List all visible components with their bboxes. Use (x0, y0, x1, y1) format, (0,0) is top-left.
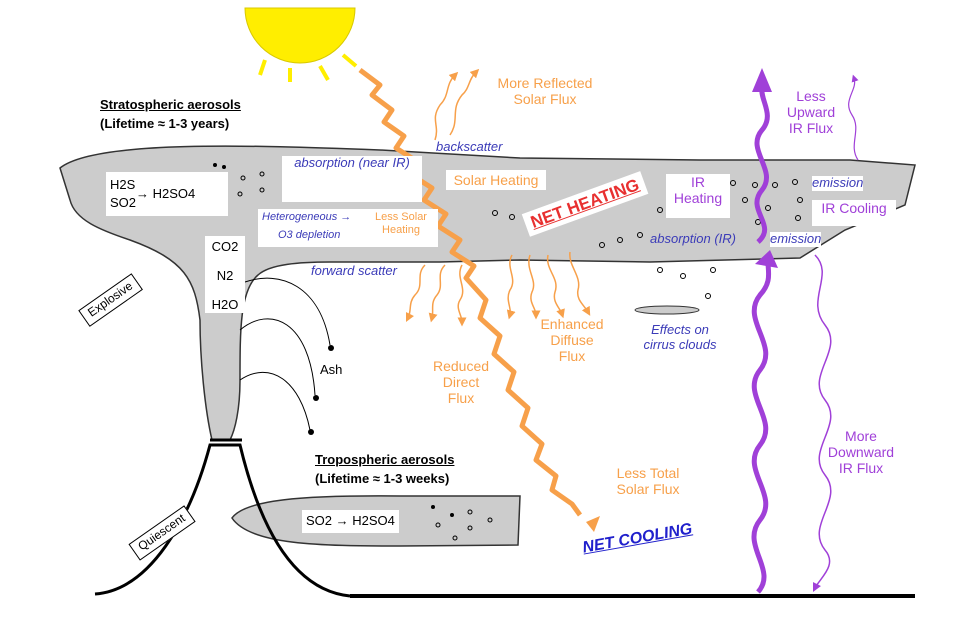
effects-cirrus-label: Effects on cirrus clouds (643, 322, 717, 352)
more-downward-ir-label: More Downward IR Flux (827, 428, 895, 477)
stratospheric-title: Stratospheric aerosols (100, 97, 241, 112)
ash-particle (328, 345, 334, 351)
h2o-label: H2O (211, 296, 239, 312)
ir-cooling-label: IR Cooling (812, 200, 896, 226)
backscatter-arrows (434, 68, 480, 141)
tropospheric-lifetime: (Lifetime ≈ 1-3 weeks) (315, 471, 450, 486)
ash-particle (313, 395, 319, 401)
solar-beam-arrowhead (586, 516, 600, 532)
diffuse-arrows (405, 251, 591, 327)
h2so4-label: → H2SO4 (136, 186, 196, 201)
heterogeneous-box: Heterogeneous → O3 depletion Less Solar … (258, 209, 438, 247)
less-upward-ir-label: Less Upward IR Flux (786, 88, 836, 137)
stratospheric-lifetime: (Lifetime ≈ 1-3 years) (100, 116, 230, 131)
so2-label: SO2 (110, 195, 137, 210)
less-total-solar-label: Less Total Solar Flux (616, 465, 680, 498)
co2-label: CO2 (211, 239, 239, 254)
less-solar-heating-label: Less Solar Heating (375, 211, 427, 236)
upward-ir-arrowhead (752, 68, 772, 92)
n2-label: N2 (216, 267, 234, 283)
h2s-label: H2S (110, 177, 136, 192)
ash-particle (308, 429, 314, 435)
absorption-nearir-label: absorption (near IR) (282, 155, 422, 202)
emission-bottom-label: emission (770, 231, 822, 247)
ash-trajectories (239, 277, 331, 431)
stratospheric-reaction-box: H2S SO2 → H2SO4 (106, 172, 228, 216)
upward-ir-arrowhead (755, 250, 778, 268)
aerosol-particles (213, 163, 803, 541)
upward-ir-arrows (751, 87, 772, 594)
upward-ir-thin-arrow (848, 74, 859, 161)
more-reflected-label: More Reflected Solar Flux (497, 75, 593, 108)
absorption-ir-label: absorption (IR) (650, 231, 736, 246)
downward-ir-arrow (812, 254, 832, 593)
solar-heating-label: Solar Heating (446, 170, 546, 191)
heterogeneous-label: Heterogeneous → (262, 211, 352, 223)
solar-beam-arrow (358, 68, 583, 517)
emission-top-label: emission (812, 175, 864, 191)
enhanced-diffuse-label: Enhanced Diffuse Flux (540, 316, 604, 365)
sun-icon (244, 7, 358, 82)
forward-scatter-label: forward scatter (311, 263, 397, 278)
cirrus-cloud (634, 305, 700, 315)
reduced-direct-label: Reduced Direct Flux (432, 358, 490, 407)
o3-depletion-label: O3 depletion (278, 229, 341, 241)
ir-heating-label: IR Heating (666, 174, 730, 218)
tropospheric-reaction: SO2 → H2SO4 (302, 510, 399, 533)
tropospheric-title: Tropospheric aerosols (315, 452, 455, 467)
volcano (94, 443, 351, 598)
ash-label: Ash (320, 362, 343, 377)
gases-box: CO2 N2 H2O (205, 236, 245, 313)
backscatter-label: backscatter (436, 139, 503, 154)
